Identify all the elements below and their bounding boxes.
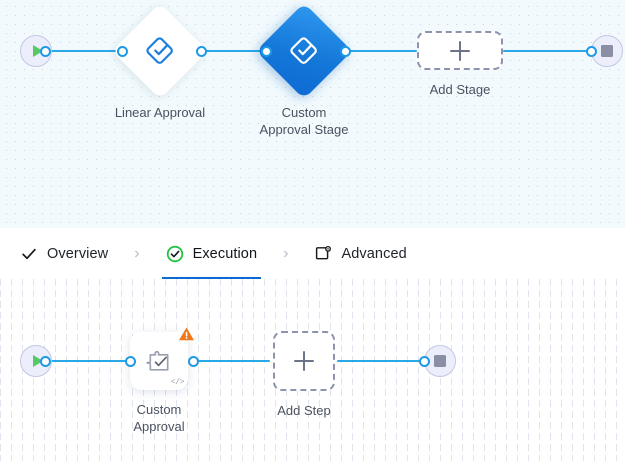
port-linear-approval-out[interactable] — [196, 46, 207, 57]
edge-add-stage-to-end — [503, 50, 591, 53]
stop-icon — [601, 45, 613, 57]
play-icon — [32, 355, 43, 367]
edge-linear-to-custom — [201, 50, 276, 53]
add-step-label: Add Step — [277, 403, 331, 418]
edge-custom-approval-to-add-step — [192, 360, 270, 363]
step-label-custom-approval: Custom Approval — [133, 402, 185, 434]
edge-start-to-custom-approval — [40, 360, 130, 363]
puzzle-check-icon — [146, 350, 169, 371]
tab-advanced[interactable]: Advanced — [310, 228, 410, 279]
approval-diamond-check-icon — [146, 37, 173, 64]
tab-execution[interactable]: Execution — [161, 228, 262, 279]
code-badge: </> — [170, 378, 185, 387]
port-end-in[interactable] — [419, 356, 430, 367]
port-custom-approval-in[interactable] — [125, 356, 136, 367]
edge-custom-to-add-stage — [341, 50, 417, 53]
port-end-in[interactable] — [586, 46, 597, 57]
add-step-button[interactable] — [273, 331, 335, 391]
port-linear-approval-in[interactable] — [117, 46, 128, 57]
edge-add-step-to-end — [337, 360, 424, 363]
plus-icon — [450, 40, 470, 61]
add-stage-button[interactable] — [417, 31, 503, 70]
settings-window-icon — [316, 245, 332, 259]
port-start-out[interactable] — [40, 356, 51, 367]
port-custom-stage-out[interactable] — [340, 46, 351, 57]
check-circle-icon — [166, 245, 183, 262]
stage-node-linear-approval[interactable] — [111, 2, 209, 100]
tab-overview[interactable]: Overview — [16, 228, 112, 279]
approval-diamond-check-icon — [290, 37, 317, 64]
edge-start-to-linear-approval — [40, 50, 117, 53]
tab-separator: › — [134, 244, 140, 262]
play-icon — [32, 45, 43, 57]
tab-label-execution: Execution — [192, 245, 258, 262]
port-start-out[interactable] — [40, 46, 51, 57]
port-custom-stage-in[interactable] — [261, 46, 272, 57]
step-flow-canvas[interactable]: </> Custom Approval Add Step — [0, 279, 625, 461]
stage-flow-canvas[interactable]: Linear Approval Custom Approval Stage Ad… — [0, 0, 625, 228]
check-icon — [22, 248, 36, 259]
stage-label-custom-approval-stage: Custom Approval Stage — [259, 105, 349, 137]
tab-label-advanced: Advanced — [341, 245, 407, 262]
plus-icon — [294, 351, 314, 371]
port-custom-approval-out[interactable] — [188, 356, 199, 367]
stage-label-linear-approval: Linear Approval — [114, 105, 206, 120]
stop-icon — [434, 355, 446, 367]
stage-node-custom-approval-stage[interactable] — [255, 2, 353, 100]
workflow-tabs: Overview › Execution › Advanced — [0, 228, 625, 279]
tab-label-overview: Overview — [47, 245, 109, 262]
tab-separator: › — [283, 244, 289, 262]
warning-triangle-icon — [178, 327, 195, 341]
add-stage-label: Add Stage — [429, 82, 491, 97]
step-node-custom-approval[interactable]: </> — [130, 327, 195, 390]
